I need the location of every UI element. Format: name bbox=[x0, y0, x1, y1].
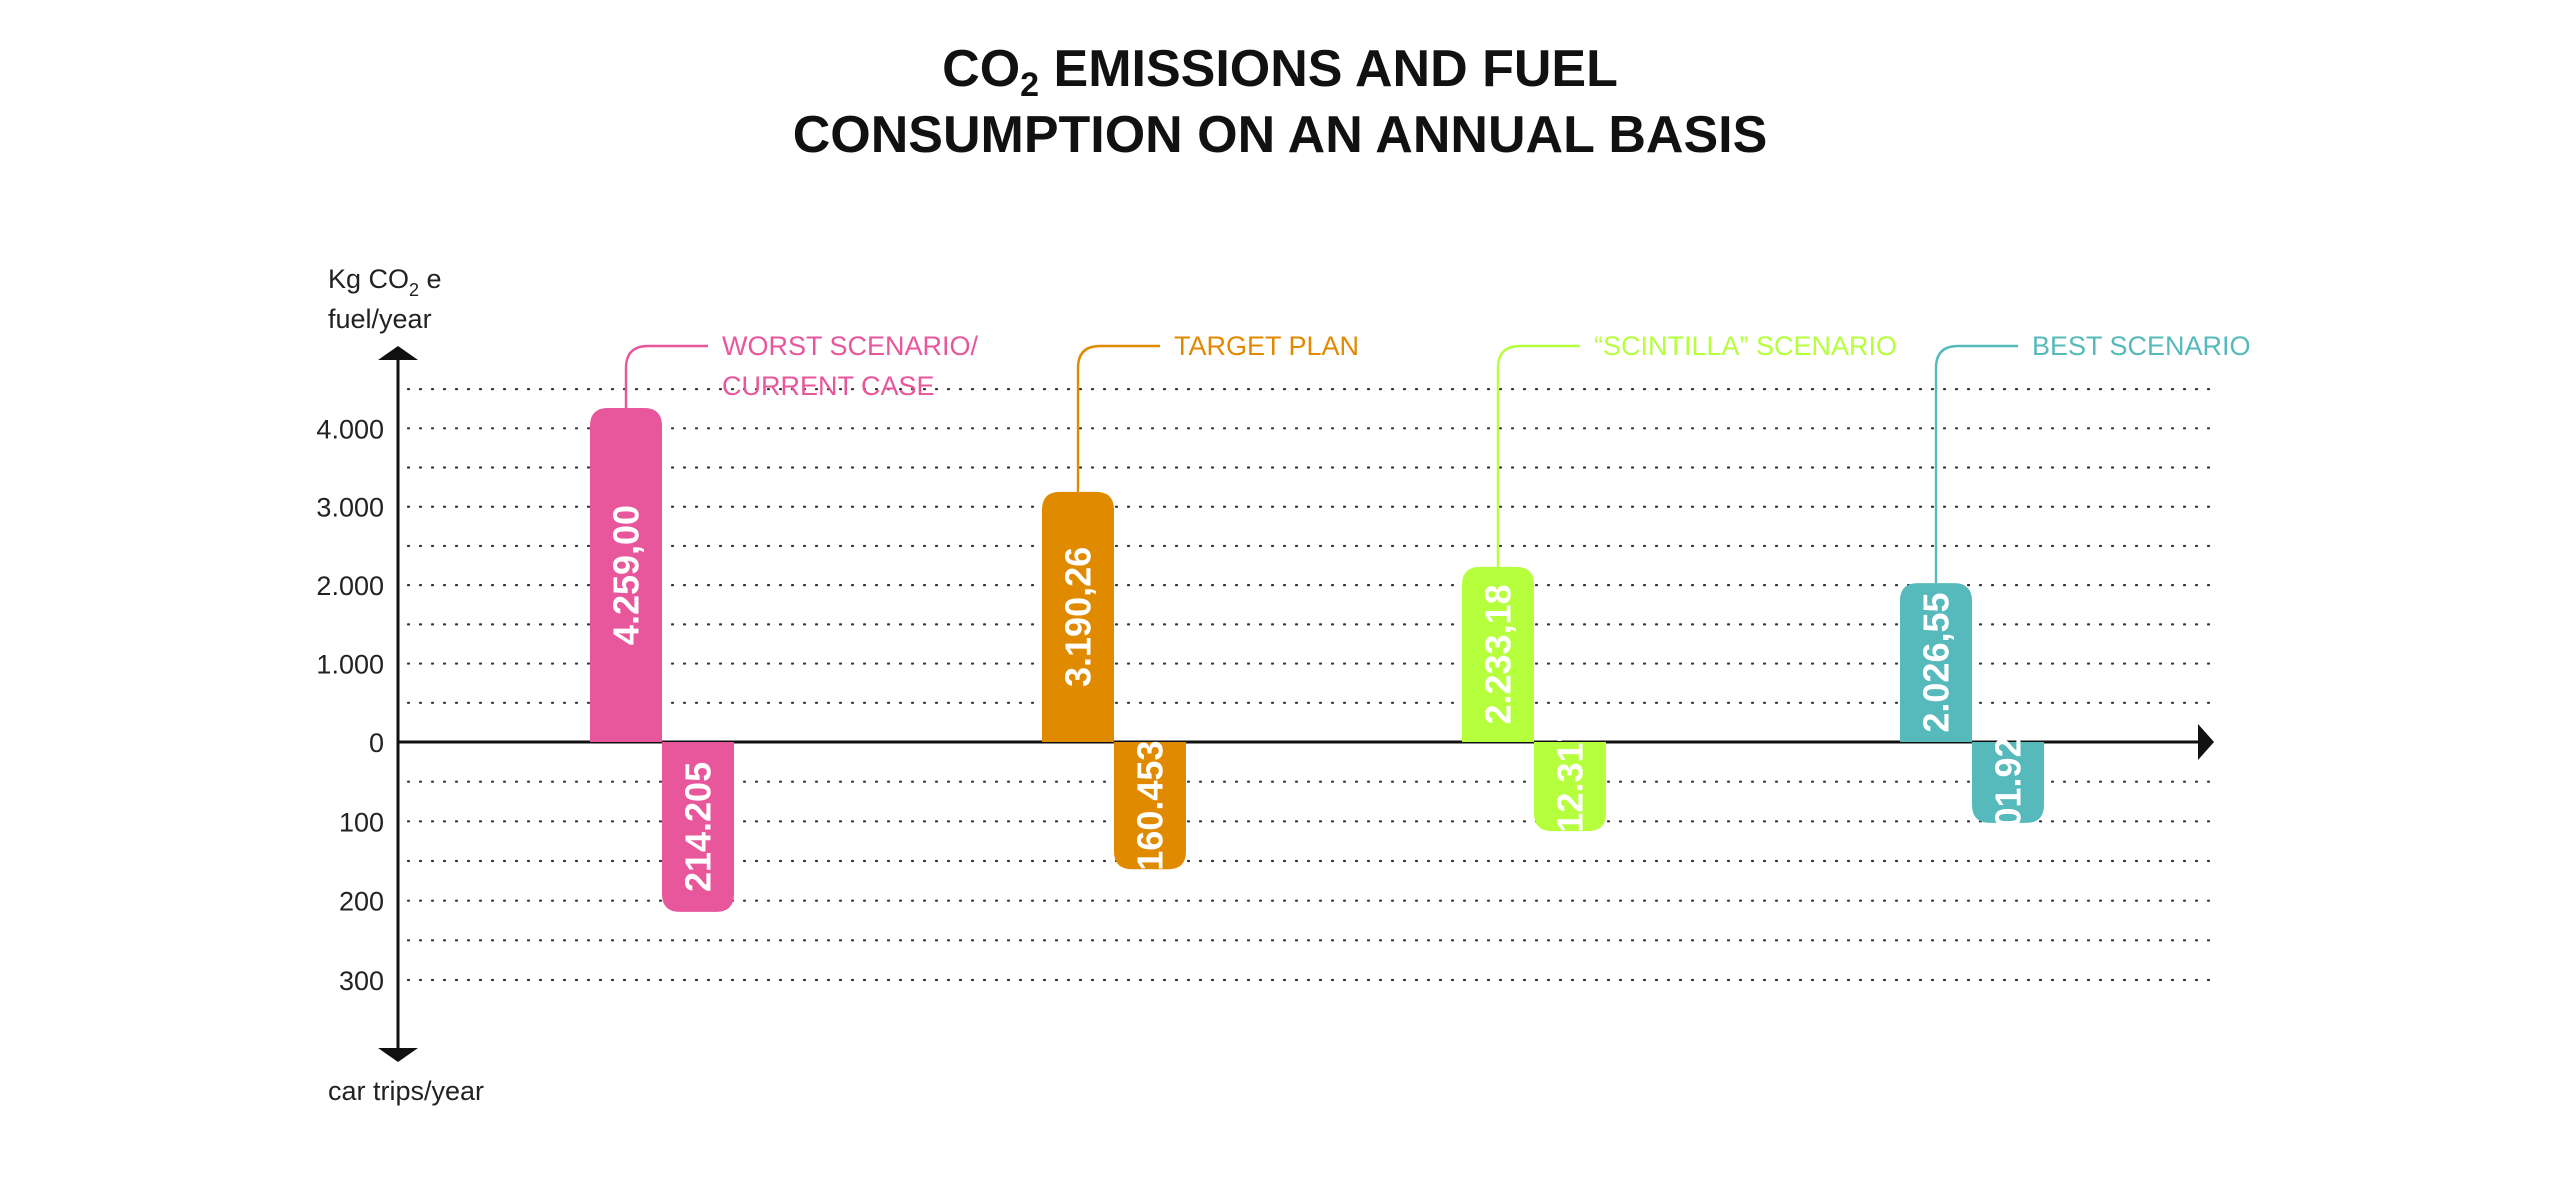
tick-label-upper-2: 2.000 bbox=[316, 571, 384, 601]
tick-label-upper-3: 3.000 bbox=[316, 493, 384, 523]
y-axis-label-rest: e bbox=[419, 264, 442, 294]
chart-title-line-2: CONSUMPTION ON AN ANNUAL BASIS bbox=[793, 106, 1768, 164]
bar-fuel-label-1: 3.190,26 bbox=[1058, 547, 1099, 687]
callout-line-0 bbox=[624, 344, 708, 408]
bar-trips-label-3: 101.925 bbox=[1988, 717, 2029, 847]
bar-fuel-1 bbox=[1042, 491, 1114, 742]
chart-title-line-1: CO2 EMISSIONS AND FUEL bbox=[942, 40, 1618, 104]
scenario-label-1-line-0: TARGET PLAN bbox=[1174, 331, 1359, 361]
tick-labels: 0 1.000 2.000 3.000 4.000 100 200 300 bbox=[316, 414, 384, 996]
chart-title: CO2 EMISSIONS AND FUEL CONSUMPTION ON AN… bbox=[793, 40, 1768, 164]
scenario-label-3-line-0: BEST SCENARIO bbox=[2032, 331, 2251, 361]
y-axis-arrow-down bbox=[378, 1048, 418, 1062]
chart-title-subscript: 2 bbox=[1020, 66, 1039, 104]
bar-fuel-3 bbox=[1900, 583, 1972, 742]
y-axis-label-subscript: 2 bbox=[409, 280, 419, 300]
y-axis-label-prefix: Kg CO bbox=[328, 264, 409, 294]
callout-line-2 bbox=[1496, 344, 1580, 567]
tick-label-lower-2: 300 bbox=[339, 966, 384, 996]
bar-trips-0 bbox=[662, 742, 734, 912]
tick-label-upper-0: 0 bbox=[369, 728, 384, 758]
y-axis-label-bottom: car trips/year bbox=[328, 1076, 484, 1106]
bar-trips-1 bbox=[1114, 742, 1186, 870]
tick-label-upper-1: 1.000 bbox=[316, 650, 384, 680]
bars: 4.259,00 214.205 3.190,26 160.453 2.233,18 11… bbox=[590, 408, 2044, 912]
y-axis-label-top: Kg CO2 e fuel/year bbox=[328, 264, 442, 334]
y-axis-label-line-1: Kg CO2 e bbox=[328, 264, 442, 300]
x-axis-arrow bbox=[2198, 724, 2214, 760]
bar-trips-label-1: 160.453 bbox=[1130, 741, 1171, 871]
bar-trips-3 bbox=[1972, 742, 2044, 823]
chart-title-rest: EMISSIONS AND FUEL bbox=[1039, 40, 1618, 98]
bar-trips-label-2: 112.317 bbox=[1550, 722, 1591, 850]
tick-label-lower-1: 200 bbox=[339, 887, 384, 917]
bar-fuel-label-0: 4.259,00 bbox=[606, 505, 647, 645]
y-axis-arrow-up bbox=[378, 346, 418, 360]
chart-title-co: CO bbox=[942, 40, 1020, 98]
bar-fuel-2 bbox=[1462, 566, 1534, 742]
tick-label-upper-4: 4.000 bbox=[316, 414, 384, 444]
scenario-label-0-line-1: CURRENT CASE bbox=[722, 371, 935, 401]
callout-line-1 bbox=[1076, 344, 1160, 492]
tick-label-lower-0: 100 bbox=[339, 807, 384, 837]
bar-fuel-label-3: 2.026,55 bbox=[1916, 592, 1957, 732]
callout-line-3 bbox=[1934, 344, 2018, 584]
bar-fuel-label-2: 2.233,18 bbox=[1478, 584, 1519, 724]
scenario-label-2-line-0: “SCINTILLA” SCENARIO bbox=[1594, 331, 1897, 361]
bar-trips-label-0: 214.205 bbox=[678, 762, 719, 892]
bar-fuel-0 bbox=[590, 408, 662, 742]
scenario-label-0-line-0: WORST SCENARIO/ bbox=[722, 331, 979, 361]
y-axis-label-line-2: fuel/year bbox=[328, 304, 432, 334]
bar-trips-2 bbox=[1534, 742, 1606, 832]
scenario-callouts: WORST SCENARIO/CURRENT CASE TARGET PLAN “S… bbox=[624, 331, 2251, 584]
